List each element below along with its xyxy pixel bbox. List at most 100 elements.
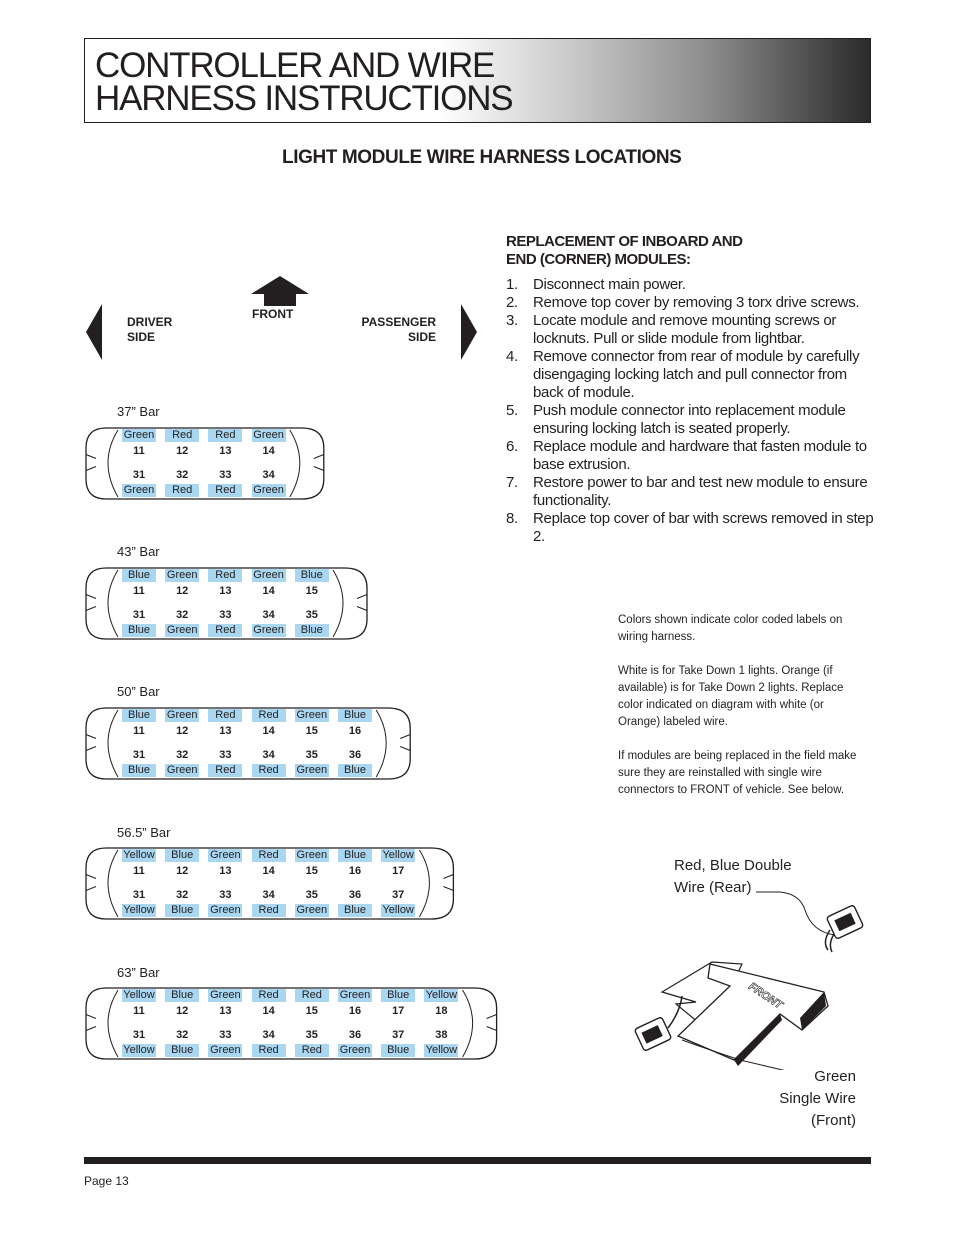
wire-color-label: Yellow bbox=[424, 1044, 459, 1057]
module-number: 13 bbox=[219, 585, 232, 597]
wire-color-label: Green bbox=[251, 429, 286, 442]
wire-color-label: Red bbox=[251, 904, 286, 917]
module-number: 36 bbox=[348, 1029, 362, 1041]
driver-arrow-icon bbox=[86, 304, 102, 360]
wire-color-label: Yellow bbox=[381, 849, 416, 862]
instruction-steps: 1.Disconnect main power. 2.Remove top co… bbox=[506, 276, 876, 546]
wire-color-label: Green bbox=[165, 709, 200, 722]
module-number: 17 bbox=[392, 1005, 405, 1017]
lightbar-outline bbox=[85, 987, 498, 1060]
module-number: 13 bbox=[219, 445, 232, 457]
module-number: 11 bbox=[133, 725, 145, 737]
wire-color-label: Blue bbox=[165, 904, 200, 917]
module-number: 34 bbox=[262, 1029, 275, 1041]
passenger-side-label: PASSENGER SIDE bbox=[361, 315, 436, 344]
module-number: 16 bbox=[348, 1005, 362, 1017]
wire-color-label: Yellow bbox=[381, 904, 416, 917]
bar-label-43: 43” Bar bbox=[117, 544, 160, 559]
module-number: 18 bbox=[435, 1005, 448, 1017]
section-title: LIGHT MODULE WIRE HARNESS LOCATIONS bbox=[282, 147, 682, 168]
wire-color-label: Yellow bbox=[122, 904, 156, 917]
module-number: 31 bbox=[132, 749, 146, 761]
wire-color-label: Blue bbox=[381, 989, 416, 1002]
wire-color-label: Blue bbox=[294, 624, 329, 637]
module-number: 11 bbox=[133, 865, 145, 877]
module-number: 12 bbox=[176, 445, 189, 457]
wire-color-label: Red bbox=[208, 429, 243, 442]
single-wire-connector-icon bbox=[634, 995, 683, 1051]
wire-color-label: Blue bbox=[338, 904, 372, 917]
module-number: 35 bbox=[305, 1029, 318, 1041]
rear-wire-label: Red, Blue Double Wire (Rear) bbox=[674, 857, 792, 896]
wire-color-label: Red bbox=[294, 989, 329, 1002]
instructions-title: REPLACEMENT OF INBOARD AND END (CORNER) … bbox=[506, 233, 743, 268]
note-paragraph: If modules are being replaced in the fie… bbox=[618, 750, 857, 796]
wire-color-label: Blue bbox=[338, 764, 372, 777]
module-number: 15 bbox=[305, 725, 318, 737]
bar-label-37: 37” Bar bbox=[117, 404, 160, 419]
module-number: 35 bbox=[305, 749, 318, 761]
module-number: 34 bbox=[262, 889, 275, 901]
module-number: 15 bbox=[305, 1005, 318, 1017]
wire-color-label: Red bbox=[251, 709, 286, 722]
module-number: 36 bbox=[348, 749, 362, 761]
module-number: 14 bbox=[262, 445, 275, 457]
front-label: FRONT bbox=[252, 307, 294, 321]
wire-color-label: Yellow bbox=[122, 989, 156, 1002]
wire-color-label: Red bbox=[165, 484, 200, 497]
wire-color-label: Blue bbox=[165, 1044, 200, 1057]
module-number: 16 bbox=[348, 725, 362, 737]
wire-color-label: Green bbox=[208, 849, 243, 862]
module-number: 38 bbox=[435, 1029, 448, 1041]
wire-color-label: Green bbox=[122, 429, 156, 442]
wire-color-label: Red bbox=[251, 1044, 286, 1057]
wire-color-label: Red bbox=[208, 709, 243, 722]
wire-color-label: Blue bbox=[122, 569, 156, 582]
wire-color-label: Yellow bbox=[122, 1044, 156, 1057]
module-number: 34 bbox=[262, 609, 275, 621]
module-number: 15 bbox=[305, 585, 318, 597]
front-wire-label: Green Single Wire (Front) bbox=[779, 1068, 856, 1129]
wire-color-label: Red bbox=[208, 569, 243, 582]
module-number: 11 bbox=[133, 585, 145, 597]
wire-color-label: Green bbox=[294, 709, 329, 722]
lightbar-outline bbox=[85, 847, 455, 920]
step-item: 1.Disconnect main power. bbox=[506, 276, 686, 293]
note-paragraph: Colors shown indicate color coded labels… bbox=[618, 614, 843, 643]
module-number: 31 bbox=[132, 889, 146, 901]
wire-color-label: Blue bbox=[122, 709, 156, 722]
module-number: 16 bbox=[348, 865, 362, 877]
module-number: 17 bbox=[392, 865, 405, 877]
module-number: 32 bbox=[176, 749, 189, 761]
wire-color-label: Red bbox=[165, 429, 200, 442]
wire-color-label: Green bbox=[251, 484, 286, 497]
lightbar-outline bbox=[85, 567, 368, 640]
wire-color-label: Green bbox=[208, 989, 243, 1002]
module-number: 13 bbox=[219, 865, 232, 877]
module-number: 33 bbox=[219, 889, 232, 901]
module-number: 32 bbox=[176, 469, 189, 481]
wire-color-label: Green bbox=[165, 764, 200, 777]
wire-color-label: Blue bbox=[165, 989, 200, 1002]
wire-color-label: Yellow bbox=[424, 989, 459, 1002]
module-number: 14 bbox=[262, 865, 275, 877]
bar-label-50: 50” Bar bbox=[117, 684, 160, 699]
module-number: 13 bbox=[219, 1005, 232, 1017]
wire-color-label: Blue bbox=[338, 709, 372, 722]
module-number: 13 bbox=[219, 725, 232, 737]
module-number: 37 bbox=[392, 1029, 405, 1041]
bar-label-56-5: 56.5” Bar bbox=[117, 825, 171, 840]
module-number: 14 bbox=[262, 725, 275, 737]
step-item: 4.Remove connector from rear of module b… bbox=[506, 348, 860, 401]
wire-color-label: Blue bbox=[122, 624, 156, 637]
wire-color-label: Green bbox=[208, 904, 243, 917]
step-item: 3.Locate module and remove mounting scre… bbox=[506, 312, 837, 347]
lightbar-outline bbox=[85, 707, 411, 780]
footer-rule bbox=[84, 1157, 871, 1164]
bar-label-63: 63” Bar bbox=[117, 965, 160, 980]
module-number: 12 bbox=[176, 725, 189, 737]
module-number: 35 bbox=[305, 889, 318, 901]
module-number: 34 bbox=[262, 749, 275, 761]
wire-color-label: Green bbox=[208, 1044, 243, 1057]
front-arrow-icon bbox=[251, 276, 309, 306]
